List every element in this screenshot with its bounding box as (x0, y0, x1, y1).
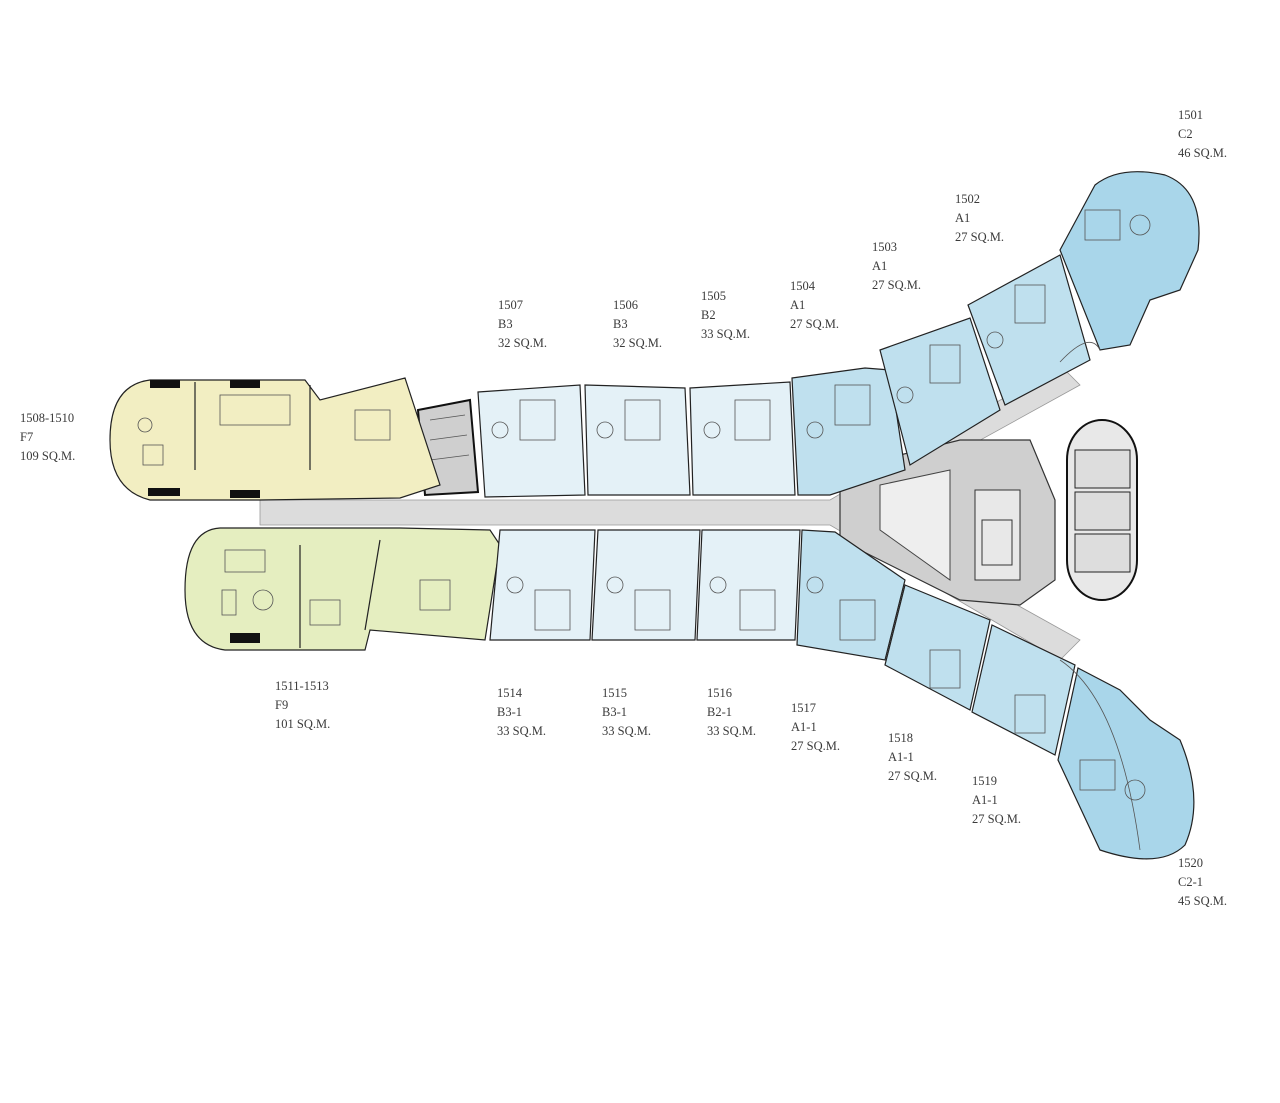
facade-line (1059, 341, 1101, 363)
unit-1502[interactable] (967, 254, 1091, 406)
unit-1514[interactable] (489, 529, 596, 641)
unit-1515[interactable] (591, 529, 701, 641)
lift-lobby (1066, 419, 1138, 601)
unit-1506[interactable] (584, 384, 691, 496)
unit-1504[interactable] (791, 367, 906, 496)
unit-1518[interactable] (884, 584, 991, 711)
unit-1517[interactable] (796, 529, 906, 661)
central-core (839, 439, 1056, 606)
unit-1508-1510[interactable] (109, 377, 441, 501)
unit-1516[interactable] (696, 529, 801, 641)
unit-1519[interactable] (971, 624, 1076, 756)
unit-1507[interactable] (477, 384, 586, 498)
unit-1501[interactable] (1059, 171, 1200, 351)
unit-1503[interactable] (879, 317, 1001, 466)
unit-1505[interactable] (689, 381, 796, 496)
unit-1520[interactable] (1057, 667, 1195, 860)
unit-1511-1513[interactable] (184, 527, 501, 651)
facade-line (1059, 659, 1141, 851)
